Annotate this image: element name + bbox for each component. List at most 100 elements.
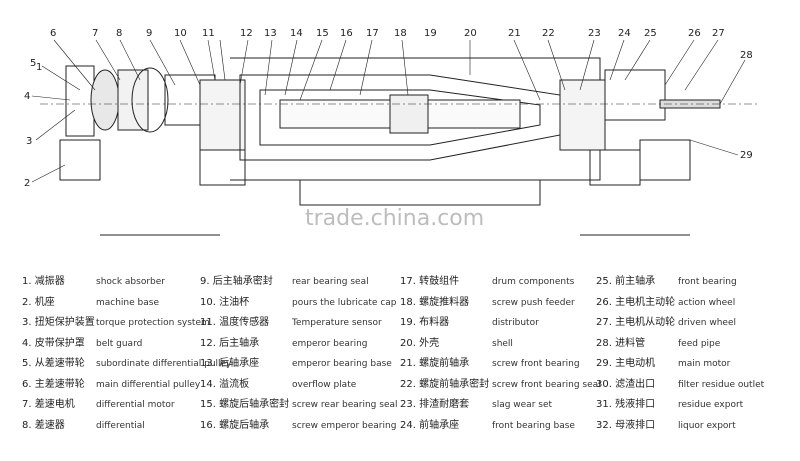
callout-2: 2: [24, 178, 30, 189]
callout-7: 7: [92, 28, 98, 39]
machine-base-right: [639, 139, 691, 181]
rear-bearing-base: [199, 149, 246, 186]
legend-item-english-label: residue export: [678, 400, 744, 410]
legend-item-chinese-label: 15. 螺旋后轴承密封: [200, 399, 290, 410]
callout-12: 12: [240, 28, 253, 39]
drum-inner: [259, 89, 541, 146]
legend-item-english-label: screw emperor bearing: [292, 420, 397, 431]
legend-item-english-label: emperor bearing base: [292, 359, 392, 369]
legend-item-chinese-label: 30. 滤渣出口: [596, 378, 656, 390]
legend-item-chinese-label: 18. 螺旋推料器: [400, 296, 470, 308]
differential-motor: [117, 69, 149, 131]
legend-item-english-label: main differential pulley: [96, 379, 201, 390]
legend-item-chinese-label: 23. 排渣耐磨套: [400, 399, 470, 410]
legend-item-english-label: distributor: [492, 318, 539, 328]
legend-item-english-label: screw rear bearing seal: [292, 400, 398, 410]
watermark: trade.china.com: [305, 206, 484, 231]
legend-item-chinese-label: 10. 注油杯: [200, 296, 250, 308]
legend-item-english-label: torque protection system: [96, 318, 210, 328]
callout-22: 22: [542, 28, 555, 39]
legend-item-english-label: action wheel: [678, 297, 736, 308]
shock-absorber-block: [65, 65, 95, 137]
legend-item-english-label: Temperature sensor: [292, 318, 382, 328]
legend-item-english-label: screw front bearing: [492, 359, 580, 369]
callout-28: 28: [740, 50, 753, 61]
legend-item-chinese-label: 17. 转鼓组件: [400, 276, 460, 287]
legend-item-chinese-label: 4. 皮带保护罩: [22, 337, 85, 349]
legend-item-chinese-label: 14. 溢流板: [200, 378, 250, 390]
main-motor-wheel: [604, 69, 666, 121]
callout-11: 11: [202, 28, 215, 39]
legend-item-english-label: shock absorber: [96, 277, 165, 287]
legend-item-english-label: front bearing base: [492, 420, 575, 431]
legend-item-english-label: filter residue outlet: [678, 379, 765, 390]
legend-item-english-label: rear bearing seal: [292, 277, 369, 287]
legend-item-english-label: main motor: [678, 359, 731, 369]
legend-item-chinese-label: 28. 进料管: [596, 337, 646, 349]
machine-base-left: [59, 139, 101, 181]
front-bearing-housing: [559, 79, 606, 151]
callout-29: 29: [740, 150, 753, 161]
legend-item-chinese-label: 22. 螺旋前轴承密封: [400, 378, 490, 390]
callout-13: 13: [264, 28, 277, 39]
callout-14: 14: [290, 28, 303, 39]
callout-16: 16: [340, 28, 353, 39]
legend-item-english-label: subordinate differential pulley: [96, 359, 232, 369]
callout-8: 8: [116, 28, 122, 39]
callout-4: 4: [24, 91, 30, 102]
legend-item-english-label: liquor export: [678, 420, 736, 431]
callout-6: 6: [50, 28, 56, 39]
legend-item-chinese-label: 26. 主电机主动轮: [596, 296, 676, 308]
legend-item-english-label: drum components: [492, 277, 575, 287]
legend-item-english-label: slag wear set: [492, 400, 553, 410]
callout-3: 3: [26, 136, 32, 147]
legend-item-english-label: overflow plate: [292, 379, 357, 390]
callout-15: 15: [316, 28, 329, 39]
legend-item-english-label: belt guard: [96, 338, 143, 349]
legend-item-chinese-label: 8. 差速器: [22, 419, 65, 431]
machine-frame: [299, 179, 541, 206]
distributor-box: [389, 94, 429, 134]
legend-item-english-label: screw push feeder: [492, 297, 575, 308]
legend-item-chinese-label: 13. 后轴承座: [200, 358, 260, 369]
legend-item-english-label: front bearing: [678, 277, 737, 287]
legend-item-chinese-label: 3. 扭矩保护装置: [22, 317, 95, 328]
legend-item-chinese-label: 2. 机座: [22, 296, 55, 308]
legend-item-chinese-label: 12. 后主轴承: [200, 337, 260, 349]
differential-gearbox: [131, 67, 169, 133]
rear-bearing-housing: [199, 79, 246, 151]
callout-24: 24: [618, 28, 631, 39]
legend-item-english-label: differential motor: [96, 400, 175, 410]
callout-21: 21: [508, 28, 521, 39]
legend-item-chinese-label: 27. 主电机从动轮: [596, 317, 676, 328]
legend-item-english-label: driven wheel: [678, 318, 736, 328]
callout-26: 26: [688, 28, 701, 39]
centrifuge-cross-section-diagram: 1 2 3 4 5 6 7 8 9 10 11 12 13 14 15 16 1…: [24, 28, 760, 236]
legend-item-english-label: pours the lubricate cap: [292, 297, 397, 308]
legend-item-chinese-label: 20. 外壳: [400, 337, 440, 349]
legend-item-chinese-label: 1. 减振器: [22, 276, 65, 287]
callout-10: 10: [174, 28, 187, 39]
callout-23: 23: [588, 28, 601, 39]
callout-19: 19: [424, 28, 437, 39]
legend-item-chinese-label: 7. 差速电机: [22, 399, 75, 410]
callout-20: 20: [464, 28, 477, 39]
differential-pulley: [90, 69, 120, 131]
callout-17: 17: [366, 28, 379, 39]
legend-item-chinese-label: 21. 螺旋前轴承: [400, 358, 470, 369]
legend-item-chinese-label: 6. 主差速带轮: [22, 378, 85, 390]
legend-item-chinese-label: 5. 从差速带轮: [22, 358, 85, 369]
legend-item-chinese-label: 19. 布料器: [400, 317, 450, 328]
callout-27: 27: [712, 28, 725, 39]
callout-25: 25: [644, 28, 657, 39]
legend-item-english-label: machine base: [96, 297, 159, 308]
legend-item-chinese-label: 24. 前轴承座: [400, 419, 460, 431]
callout-5: 5: [30, 58, 36, 69]
callout-1: 1: [36, 62, 42, 73]
legend-item-english-label: shell: [492, 338, 513, 349]
callout-9: 9: [146, 28, 152, 39]
legend-item-chinese-label: 29. 主电动机: [596, 358, 656, 369]
legend-item-english-label: screw front bearing seal: [492, 379, 601, 390]
legend-item-chinese-label: 32. 母液排口: [596, 419, 656, 431]
